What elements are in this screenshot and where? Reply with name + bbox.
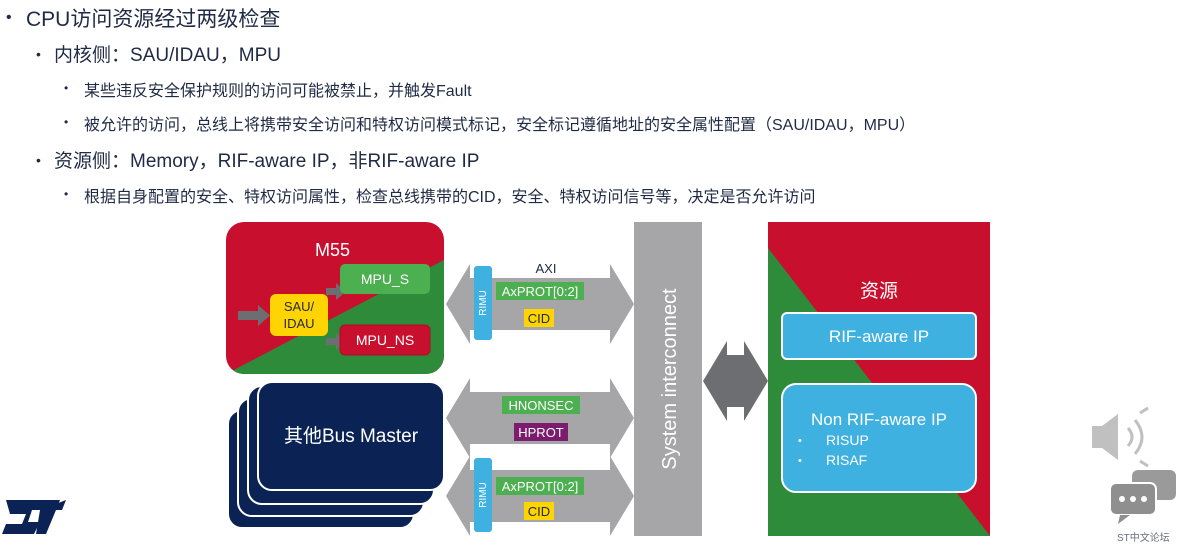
m55-title: M55 [315, 240, 350, 260]
bullet-resource: 资源侧：Memory，RIF-aware IP，非RIF-aware IP [54, 151, 480, 172]
chat-icon[interactable] [1109, 470, 1176, 524]
cid-label-bottom: CID [528, 504, 550, 519]
rif-aware-ip-label: RIF-aware IP [829, 327, 929, 346]
system-interconnect-bar [634, 222, 702, 536]
bullet-dot: • [6, 9, 12, 26]
bus-arrow-mid [446, 378, 634, 458]
bullet-dot: • [36, 46, 41, 62]
rimu-label-top: RIMU [478, 290, 489, 316]
resource-arrow [703, 341, 768, 421]
sau-label-line2: IDAU [283, 316, 314, 331]
bus-arrow-top [446, 264, 634, 344]
risaf-bullet: • [798, 455, 802, 467]
bullet-dot: • [64, 115, 69, 129]
risaf-label: RISAF [826, 452, 867, 468]
other-bus-master-label: 其他Bus Master [284, 425, 419, 447]
system-interconnect-label: System interconnect [659, 288, 681, 470]
bullet-dot: • [64, 81, 69, 95]
rimu-bar-bottom [474, 458, 492, 532]
hprot-label: HPROT [518, 425, 564, 440]
cid-tag-top [524, 309, 554, 327]
bullet-kernel-sub2: 被允许的访问，总线上将携带安全访问和特权访问模式标记，安全标记遵循地址的安全属性… [84, 117, 916, 134]
st-logo [2, 500, 66, 534]
hprot-tag [514, 423, 568, 441]
resource-title: 资源 [860, 280, 898, 302]
cid-tag-bottom [524, 502, 554, 520]
mpu-s-label: MPU_S [361, 271, 409, 287]
mpu-ns-box [339, 324, 431, 356]
mpu-s-box [340, 264, 430, 294]
axi-label: AXI [536, 261, 557, 276]
sau-label-line1: SAU/ [284, 299, 315, 314]
axprot-tag-top [496, 282, 584, 300]
risup-bullet: • [798, 435, 802, 447]
non-rif-aware-ip-label: Non RIF-aware IP [811, 410, 947, 429]
rimu-label-bottom: RIMU [478, 482, 489, 508]
forum-label[interactable]: ST中文论坛 [1117, 533, 1170, 544]
speaker-icon[interactable] [1092, 406, 1149, 468]
axprot-tag-bottom [496, 477, 584, 495]
rif-aware-ip-box [781, 312, 977, 360]
non-rif-aware-ip-box [781, 383, 977, 493]
cid-label-top: CID [528, 311, 550, 326]
risup-label: RISUP [826, 432, 869, 448]
bullet-kernel: 内核侧：SAU/IDAU，MPU [54, 45, 281, 66]
bullet-kernel-sub1: 某些违反安全保护规则的访问可能被禁止，并触发Fault [84, 83, 472, 100]
hnonsec-tag [502, 396, 580, 414]
hnonsec-label: HNONSEC [508, 398, 573, 413]
bullet-resource-sub1: 根据自身配置的安全、特权访问属性，检查总线携带的CID，安全、特权访问信号等，决… [84, 189, 816, 206]
bus-arrow-bot [446, 456, 634, 536]
bullet-dot: • [36, 152, 41, 168]
rimu-bar-top [474, 266, 492, 340]
heading-level1: CPU访问资源经过两级检查 [26, 8, 281, 31]
mpu-ns-label: MPU_NS [356, 332, 414, 348]
axprot-label-top: AxPROT[0:2] [502, 284, 579, 299]
bullet-dot: • [64, 187, 69, 201]
axprot-label-bottom: AxPROT[0:2] [502, 479, 579, 494]
other-bus-master-stack [227, 381, 445, 529]
sau-idau-box [270, 294, 328, 336]
